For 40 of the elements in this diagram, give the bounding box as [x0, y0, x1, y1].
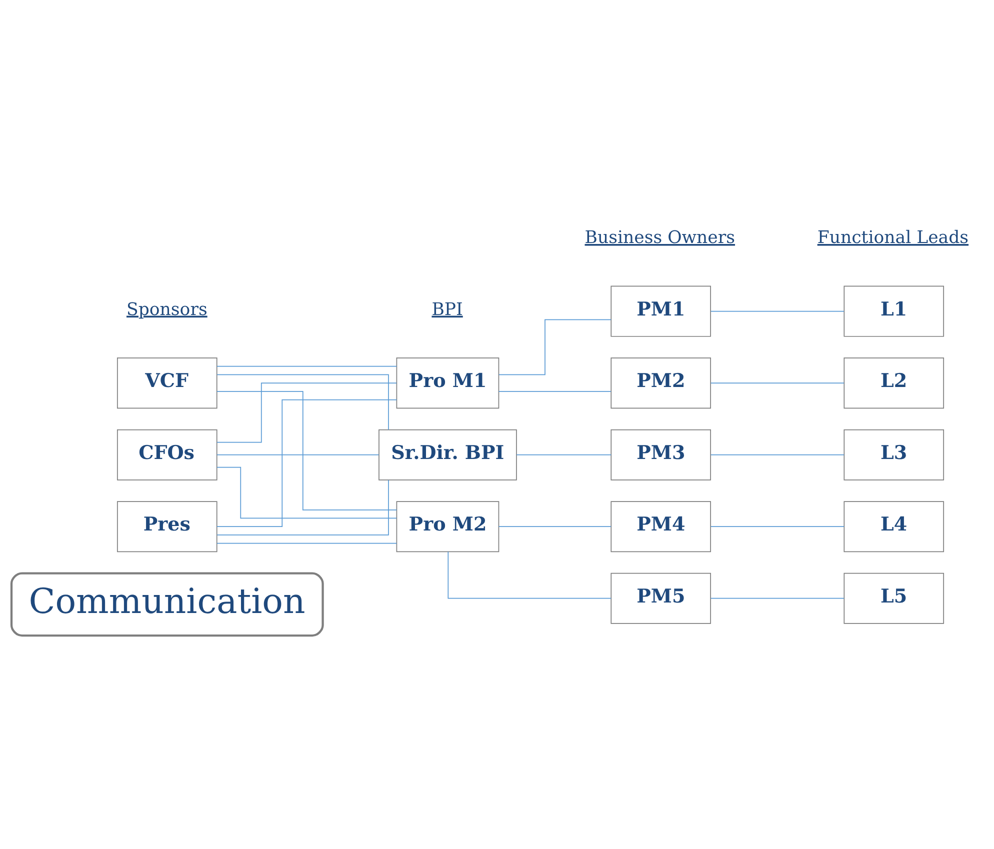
- connector: [710, 526, 844, 527]
- connector: [448, 550, 612, 598]
- node-box: L2: [844, 357, 944, 408]
- node-box: Pro M2: [396, 500, 500, 552]
- connector: [216, 479, 389, 535]
- label: Business Owners: [584, 227, 736, 248]
- node-box: L5: [844, 572, 944, 624]
- connector: [498, 318, 612, 375]
- node-box: VCF: [116, 357, 218, 408]
- connector: [710, 597, 844, 598]
- label: BPI: [432, 299, 463, 320]
- node-box: CFOs: [116, 428, 218, 480]
- node-box: Pro M1: [396, 357, 500, 408]
- node-box: Communication: [10, 572, 324, 636]
- connector: [216, 398, 398, 527]
- label: Functional Leads: [817, 227, 969, 248]
- connector: [216, 390, 398, 510]
- node-box: Sr.Dir. BPI: [378, 428, 517, 480]
- node-box: PM4: [610, 500, 711, 552]
- connector: [216, 454, 380, 455]
- connector: [216, 374, 389, 430]
- connector: [710, 382, 844, 383]
- node-box: PM1: [610, 285, 711, 336]
- node-box: PM3: [610, 428, 711, 480]
- connector: [516, 454, 612, 455]
- connector: [498, 526, 612, 527]
- connector: [710, 310, 844, 312]
- connector: [216, 542, 398, 544]
- node-box: Pres: [116, 500, 218, 552]
- connector: [710, 454, 844, 455]
- label: Sponsors: [126, 299, 208, 320]
- connector: [216, 382, 397, 442]
- connector: [498, 390, 612, 392]
- node-box: L4: [844, 500, 944, 552]
- node-box: L3: [844, 428, 944, 480]
- node-box: PM5: [610, 572, 711, 624]
- node-box: PM2: [610, 357, 711, 408]
- node-box: L1: [844, 285, 944, 336]
- connector: [216, 365, 398, 366]
- connector: [216, 466, 397, 518]
